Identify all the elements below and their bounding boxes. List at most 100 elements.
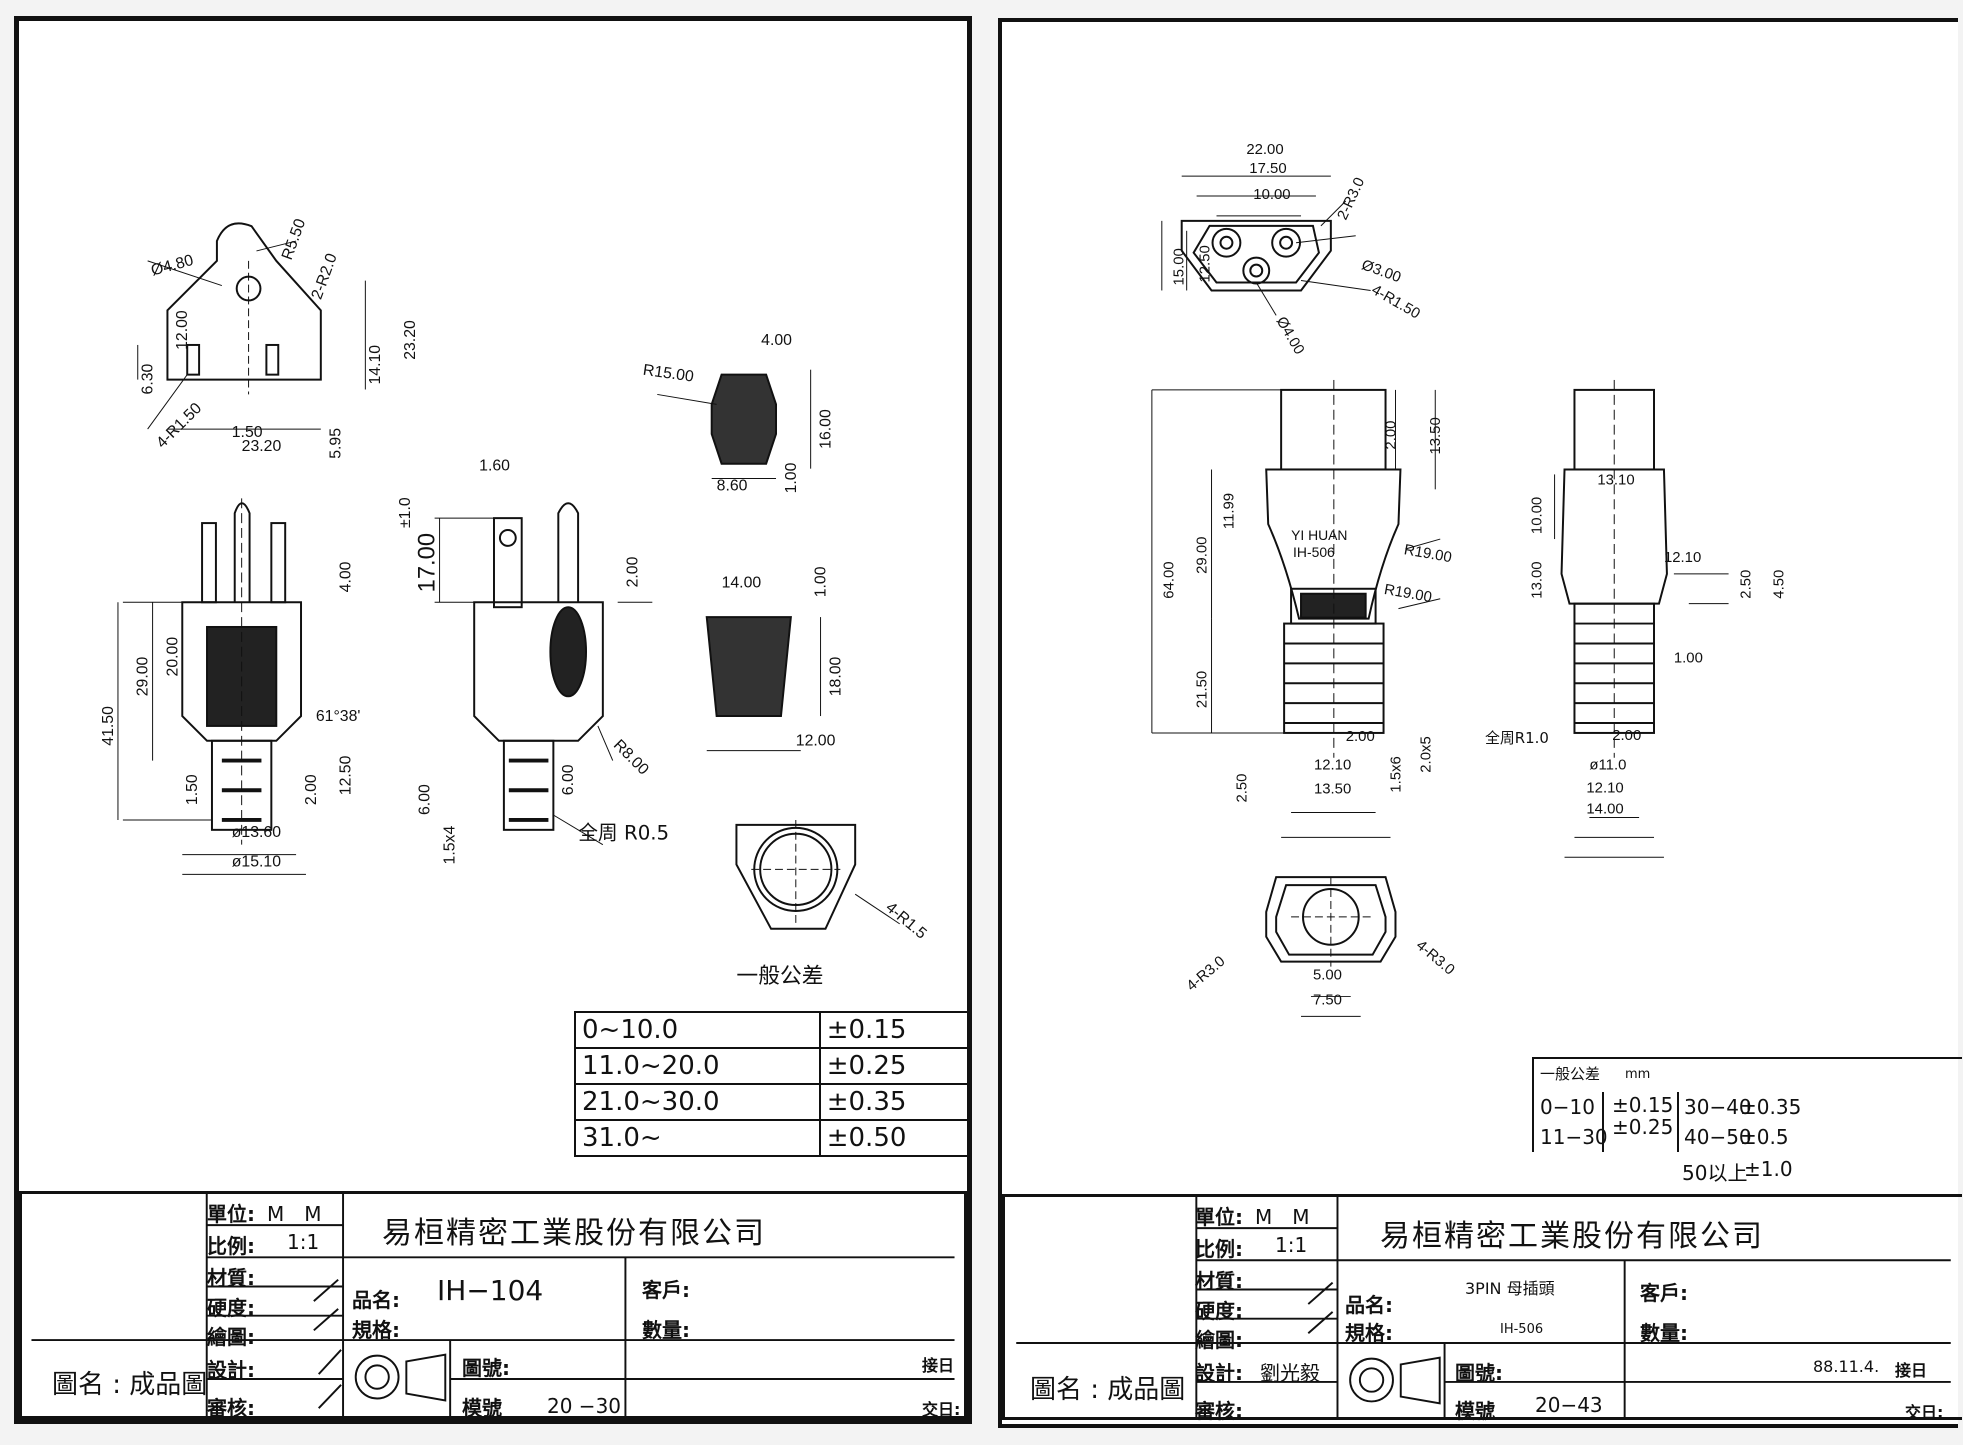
unit-value: M M — [1255, 1205, 1310, 1229]
tol-value: ±1.0 — [1744, 1157, 1793, 1181]
dim: 14.00 — [1586, 801, 1623, 817]
side-view-body — [473, 601, 604, 742]
delivery-date-label: 交日: — [1905, 1403, 1944, 1422]
dim: ø11.0 — [1589, 758, 1626, 774]
tol-range: 11−30 — [1540, 1125, 1608, 1149]
review-label: 審核: — [207, 1396, 255, 1420]
dim: 14.10 — [367, 345, 384, 385]
dim: R8.00 — [610, 737, 652, 779]
tol-range: 40−50 — [1684, 1125, 1752, 1149]
tol-value: ±0.25 — [1612, 1115, 1674, 1139]
drawing-name: 圖名 : 成品圖 — [1030, 1375, 1186, 1405]
customer-label: 客戶: — [1640, 1281, 1688, 1305]
dim: 12.10 — [1314, 758, 1351, 774]
dim: 13.50 — [1314, 782, 1351, 798]
dim: R5.50 — [279, 217, 309, 263]
dim: 12.10 — [1586, 781, 1623, 797]
dim: 1.5x4 — [441, 826, 458, 865]
dim: 12.00 — [796, 733, 836, 750]
scale-label: 比例: — [1195, 1237, 1243, 1261]
dim: 1.60 — [479, 458, 510, 475]
dim-note: 全周 R0.5 — [578, 822, 669, 845]
dim: 2.00 — [1612, 728, 1641, 744]
drawing-number-label: 圖號: — [1455, 1361, 1503, 1385]
side-cord-strain — [502, 739, 555, 831]
dim: 12.00 — [174, 310, 191, 350]
dim: 4-R1.5 — [882, 899, 929, 943]
spec-label: 規格: — [352, 1318, 400, 1342]
pin-right — [270, 522, 287, 604]
grip-detail — [705, 616, 792, 718]
dim: 5.00 — [1313, 968, 1342, 984]
dim: 20.00 — [164, 637, 181, 677]
title-block: 單位: M M 比例: 1:1 材質: 硬度: 繪圖: 設計: 審核: 易桓精密… — [19, 1191, 967, 1420]
drawing-name: 圖名 : 成品圖 — [52, 1370, 208, 1400]
quantity-label: 數量: — [1640, 1321, 1688, 1345]
dim: 2.00 — [1383, 421, 1399, 450]
dim: 16.00 — [817, 409, 834, 449]
table-row: 0~10.0±0.15 — [574, 1011, 973, 1049]
dim-note: 全周R1.0 — [1485, 729, 1549, 747]
hardness-label: 硬度: — [207, 1296, 255, 1320]
dim: R19.00 — [1383, 582, 1433, 606]
title-block: 單位: M M 比例: 1:1 材質: 硬度: 繪圖: 設計: 劉光毅 審核: … — [1002, 1194, 1962, 1423]
dim: 4.00 — [761, 332, 792, 349]
dim: 12.50 — [338, 755, 355, 795]
unit-label: 單位: — [1195, 1205, 1243, 1229]
dim: 13.00 — [1530, 561, 1546, 598]
dim: 17.50 — [1249, 161, 1286, 177]
dim: 22.00 — [1246, 142, 1283, 158]
dim: Ø4.80 — [149, 252, 195, 280]
company-name: 易桓精密工業股份有限公司 — [1380, 1219, 1764, 1254]
drawing-number-label: 圖號: — [462, 1356, 510, 1380]
scale-value: 1:1 — [287, 1230, 320, 1254]
top-view-outline — [166, 222, 322, 381]
blade-slot-right — [265, 343, 280, 376]
side-pin — [493, 517, 523, 609]
dim: 12.50 — [1198, 245, 1214, 282]
dim: 61°38' — [316, 708, 361, 725]
received-date-label: 接日 — [922, 1356, 955, 1375]
dim: 23.20 — [242, 438, 282, 455]
left-technical-drawing: Ø4.80 R5.50 2-R2.0 12.00 6.30 14.10 23.2… — [100, 217, 930, 990]
spec-label: 規格: — [1345, 1321, 1393, 1345]
designer-name: 劉光毅 — [1260, 1361, 1320, 1385]
material-label: 材質: — [1195, 1269, 1243, 1293]
tol-range: 30−40 — [1684, 1095, 1752, 1119]
dim: 13.10 — [1597, 472, 1634, 488]
left-drawing-sheet: Ø4.80 R5.50 2-R2.0 12.00 6.30 14.10 23.2… — [14, 16, 973, 1424]
model-mark: IH-506 — [1293, 544, 1335, 560]
tol-value: ±0.15 — [1612, 1093, 1674, 1117]
dim: 6.00 — [417, 784, 434, 815]
design-label: 設計: — [207, 1358, 255, 1382]
unit-label: 單位: — [207, 1202, 255, 1226]
dim: 10.00 — [1530, 497, 1546, 534]
right-technical-drawing: 22.00 17.50 10.00 2-R3.0 15.00 12.50 Ø3.… — [1151, 142, 1787, 1017]
dim: R15.00 — [642, 362, 695, 386]
tolerance-block: 一般公差 mm 0−10 11−30 ±0.15 ±0.25 30−40 ±0.… — [1532, 1057, 1962, 1192]
dim: 18.00 — [827, 656, 844, 696]
dim: 5.95 — [328, 428, 345, 459]
dim: 2-R2.0 — [309, 251, 341, 302]
drawn-label: 繪圖: — [207, 1325, 255, 1349]
pin-left — [201, 522, 217, 604]
customer-label: 客戶: — [642, 1278, 690, 1302]
tolerance-title: 一般公差 — [1540, 1065, 1601, 1083]
mold-label: 模號 — [1455, 1399, 1495, 1423]
blade-slot-left — [186, 343, 201, 376]
product-label: 品名: — [1345, 1293, 1393, 1317]
dim: ø15.10 — [232, 853, 281, 870]
dim: 4.50 — [1771, 570, 1787, 599]
material-label: 材質: — [207, 1266, 255, 1290]
table-row: 11.0~20.0±0.25 — [574, 1047, 973, 1085]
side-body — [1560, 468, 1668, 605]
mold-value: 20−43 — [1535, 1393, 1603, 1417]
blade-detail — [710, 373, 778, 465]
dim: 2.0x5 — [1418, 736, 1434, 772]
dim: 8.60 — [717, 477, 748, 494]
tolerance-unit: mm — [1625, 1067, 1651, 1082]
company-name: 易桓精密工業股份有限公司 — [382, 1216, 766, 1251]
hardness-label: 硬度: — [1195, 1299, 1243, 1323]
dim: 1.00 — [783, 462, 800, 493]
received-date-label: 接日 — [1895, 1361, 1928, 1380]
